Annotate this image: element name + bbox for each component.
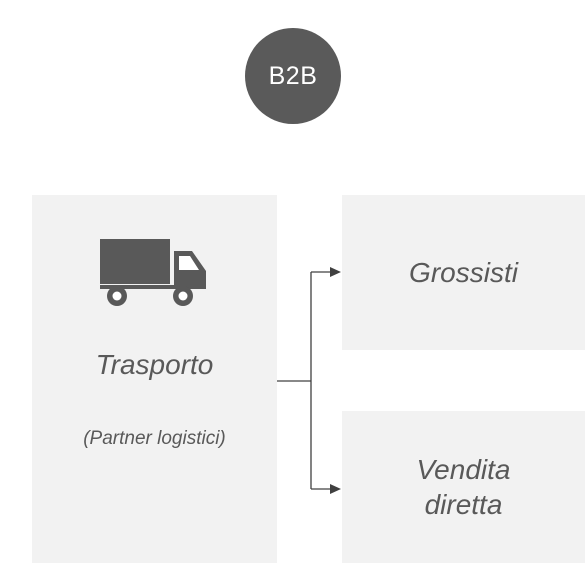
truck-rear-hub	[112, 291, 122, 301]
transport-subtitle: (Partner logistici)	[83, 428, 226, 449]
b2b-badge: B2B	[245, 28, 341, 124]
arrow-to-wholesalers	[330, 267, 341, 277]
truck-front-hub	[178, 291, 188, 301]
direct-sales-box	[342, 411, 585, 563]
wholesalers-box	[342, 195, 585, 350]
direct-sales-text: Vendita diretta	[416, 454, 511, 520]
wholesalers-label: Grossisti	[409, 257, 518, 288]
arrow-to-direct-sales	[330, 484, 341, 494]
transport-title: Trasporto	[95, 349, 214, 380]
direct-sales-label: Vendita diretta	[342, 411, 585, 563]
truck-cargo	[100, 239, 170, 284]
truck-icon	[100, 239, 206, 306]
truck-chassis	[100, 285, 206, 289]
truck-window	[179, 256, 199, 270]
